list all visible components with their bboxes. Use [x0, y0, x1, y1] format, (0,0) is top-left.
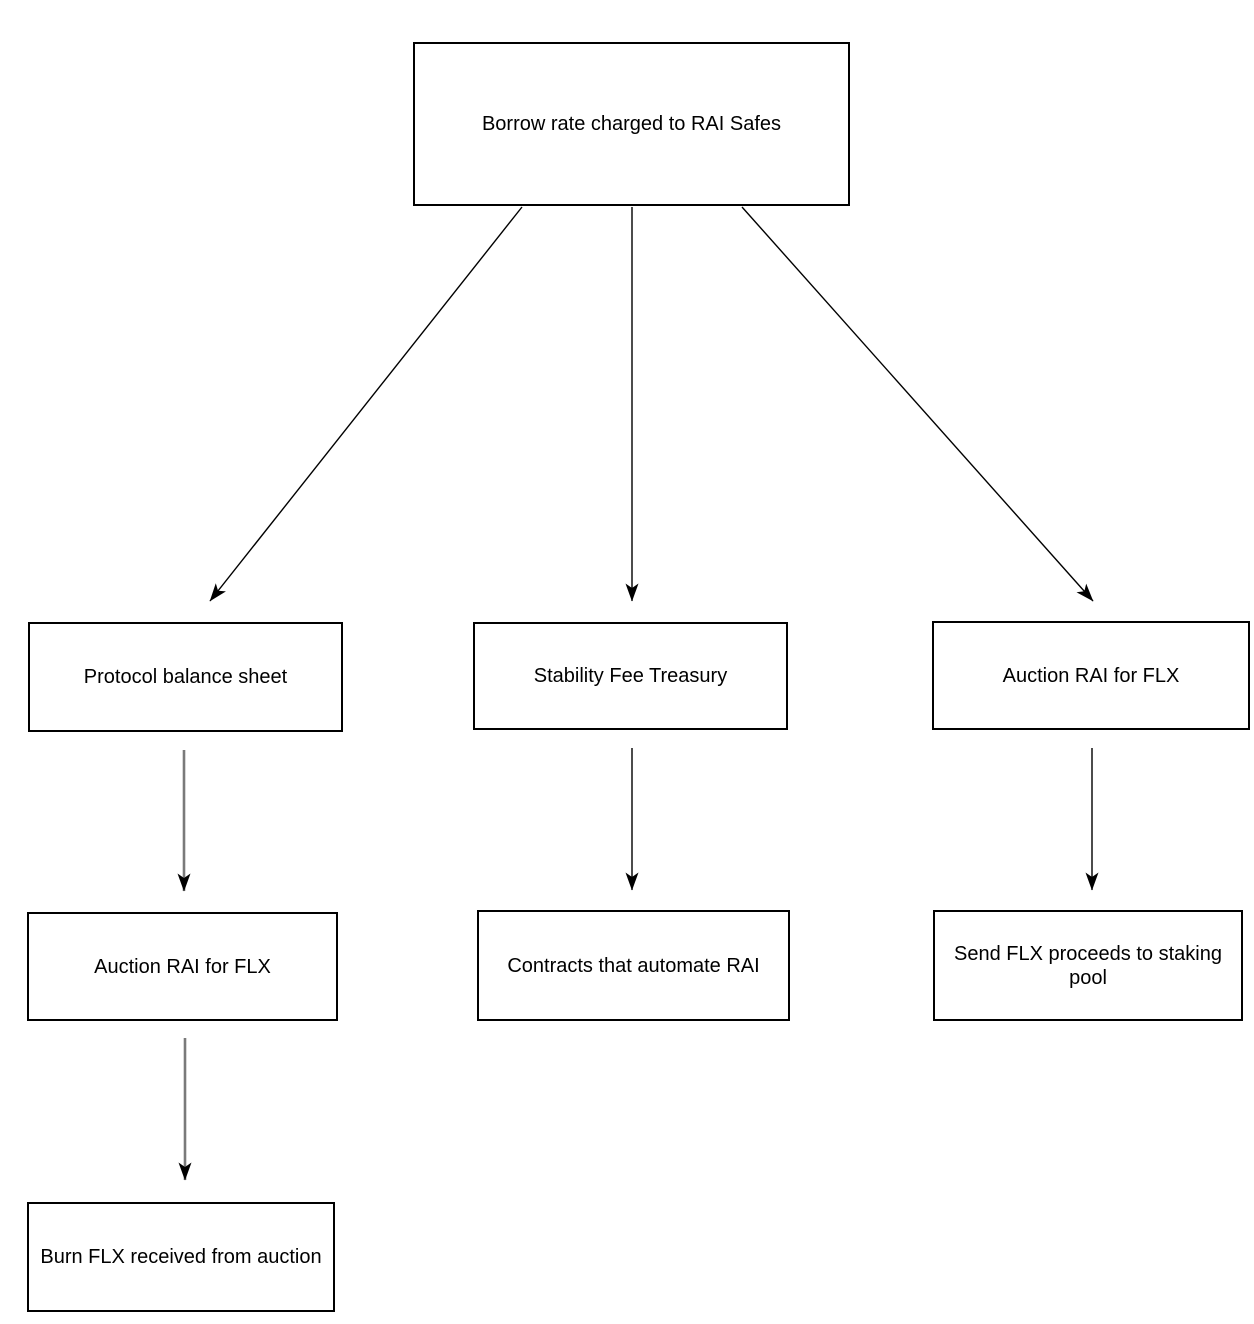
- node-label: Stability Fee Treasury: [533, 665, 728, 687]
- node-auction-rai-for-flx-left: Auction RAI for FLX: [27, 912, 338, 1021]
- node-auction-rai-for-flx-right: Auction RAI for FLX: [932, 621, 1250, 730]
- node-protocol-balance-sheet: Protocol balance sheet: [28, 622, 343, 732]
- node-borrow-rate: Borrow rate charged to RAI Safes: [413, 42, 850, 206]
- node-label: Borrow rate charged to RAI Safes: [481, 113, 782, 135]
- node-burn-flx-auction: Burn FLX received from auction: [27, 1202, 335, 1312]
- node-send-flx-staking-pool: Send FLX proceeds to staking pool: [933, 910, 1243, 1021]
- node-label: Auction RAI for FLX: [94, 955, 271, 978]
- node-stability-fee-treasury: Stability Fee Treasury: [473, 622, 788, 730]
- node-label: Send FLX proceeds to staking pool: [954, 942, 1222, 989]
- edge-borrow-to-auction-arrow: [741, 206, 1094, 602]
- node-label: Burn FLX received from auction: [40, 1246, 322, 1268]
- node-label: Contracts that automate RAI: [507, 954, 760, 977]
- node-label: Auction RAI for FLX: [1002, 664, 1180, 687]
- node-label: Protocol balance sheet: [83, 666, 288, 688]
- node-contracts-automate-rai: Contracts that automate RAI: [477, 910, 790, 1021]
- edge-borrow-to-protocol-arrow: [209, 206, 523, 602]
